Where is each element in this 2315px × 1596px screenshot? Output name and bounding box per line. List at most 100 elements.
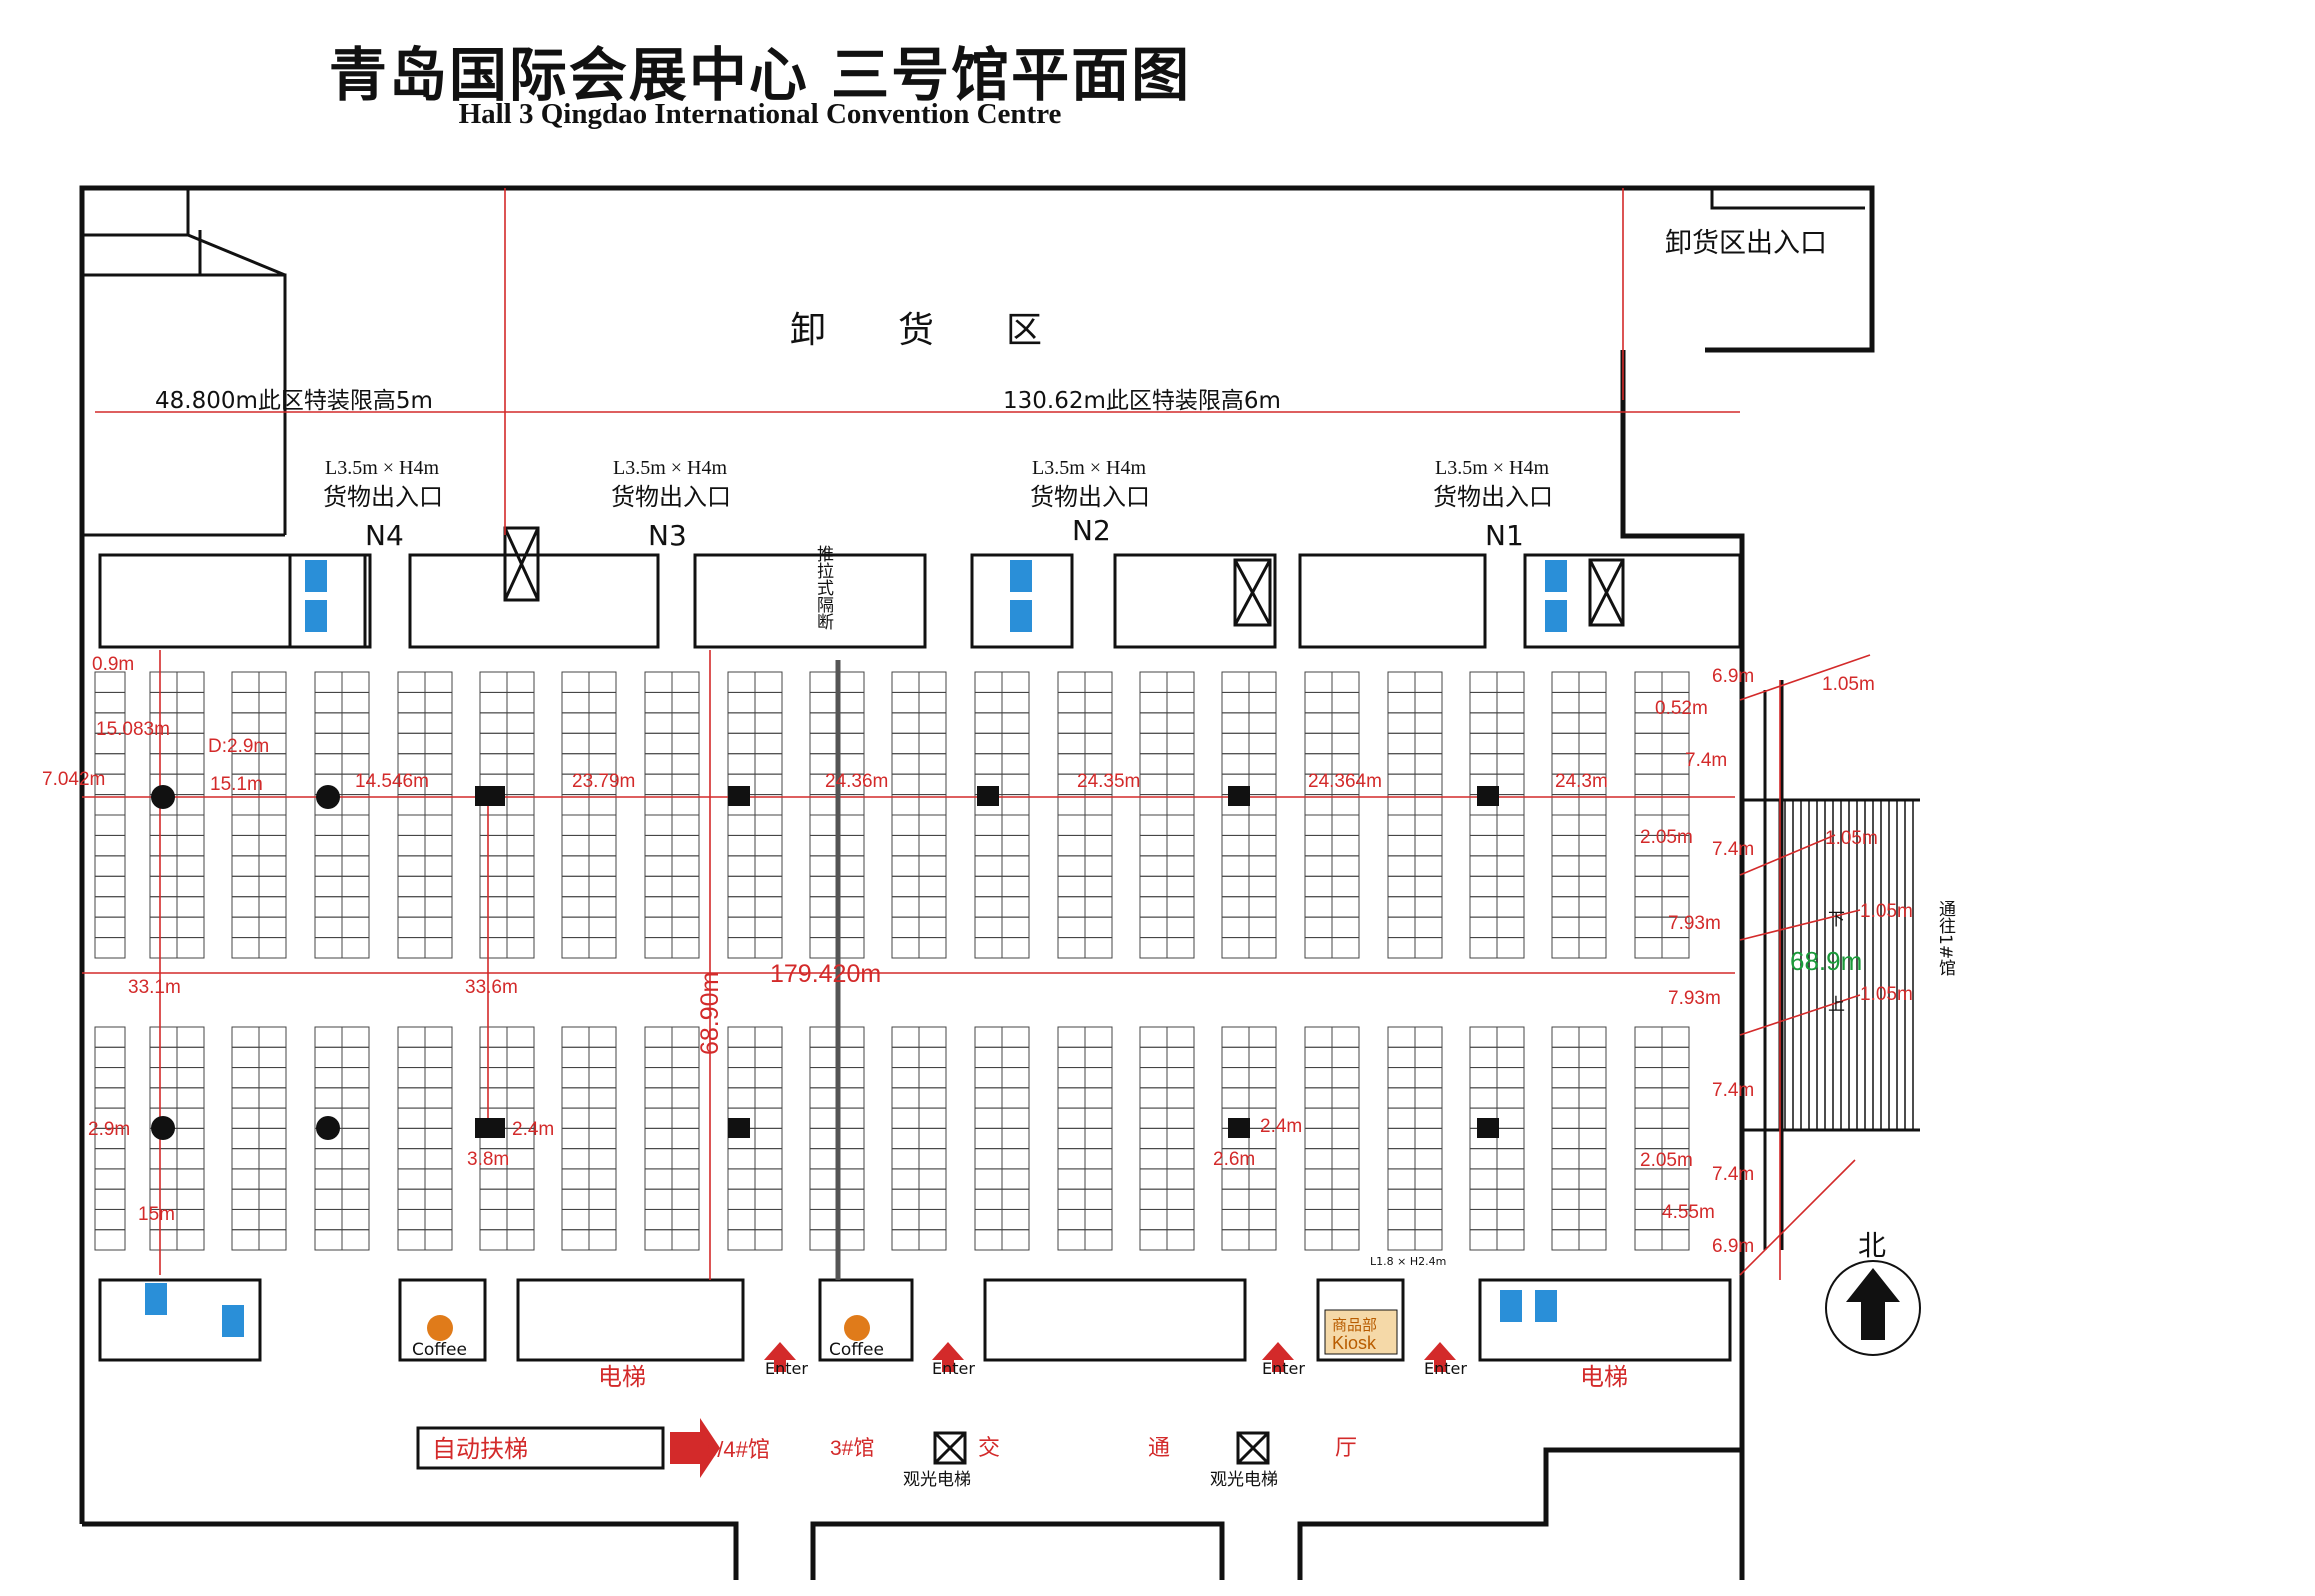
booth-cell[interactable]	[397, 814, 426, 836]
booth-cell[interactable]	[1001, 1026, 1030, 1048]
booth-cell[interactable]	[918, 712, 947, 734]
booth-cell[interactable]	[314, 1188, 343, 1210]
booth-cell[interactable]	[506, 691, 535, 714]
booth-cell[interactable]	[671, 1087, 700, 1109]
booth-cell[interactable]	[176, 916, 205, 939]
booth-cell[interactable]	[671, 1208, 700, 1231]
booth-cell[interactable]	[836, 855, 865, 877]
booth-cell[interactable]	[1001, 916, 1030, 939]
booth-cell[interactable]	[397, 1229, 426, 1251]
booth-cell[interactable]	[1387, 753, 1416, 775]
booth-cell[interactable]	[314, 1208, 343, 1231]
booth-cell[interactable]	[1057, 691, 1086, 714]
booth-cell[interactable]	[231, 1188, 260, 1210]
booth-cell[interactable]	[424, 875, 453, 898]
booth-cell[interactable]	[506, 875, 535, 898]
booth-cell[interactable]	[258, 937, 287, 959]
booth-cell[interactable]	[1331, 1087, 1360, 1109]
booth-cell[interactable]	[424, 916, 453, 939]
booth-cell[interactable]	[1469, 875, 1498, 898]
booth-cell[interactable]	[1469, 1148, 1498, 1170]
booth-cell[interactable]	[1139, 937, 1168, 959]
booth-cell[interactable]	[836, 1046, 865, 1069]
booth-cell[interactable]	[1248, 1026, 1277, 1048]
booth-cell[interactable]	[1496, 732, 1525, 755]
booth-cell[interactable]	[754, 916, 783, 939]
booth-cell[interactable]	[1248, 732, 1277, 755]
booth-cell[interactable]	[1496, 712, 1525, 734]
booth-cell[interactable]	[258, 1229, 287, 1251]
booth-cell[interactable]	[727, 1229, 756, 1251]
booth-cell[interactable]	[1248, 1087, 1277, 1109]
booth-cell[interactable]	[1057, 1229, 1086, 1251]
booth-cell[interactable]	[1551, 875, 1580, 898]
booth-cell[interactable]	[479, 916, 508, 939]
booth-cell[interactable]	[424, 773, 453, 796]
booth-cell[interactable]	[1634, 753, 1663, 775]
booth-cell[interactable]	[1387, 834, 1416, 857]
booth-cell[interactable]	[1057, 1208, 1086, 1231]
booth-cell[interactable]	[1331, 834, 1360, 857]
booth-cell[interactable]	[644, 1087, 673, 1109]
booth-cell[interactable]	[1221, 937, 1250, 959]
booth-cell[interactable]	[506, 1046, 535, 1069]
booth-cell[interactable]	[561, 896, 590, 918]
booth-cell[interactable]	[1578, 814, 1607, 836]
booth-cell[interactable]	[1661, 1087, 1690, 1109]
booth-cell[interactable]	[1496, 1046, 1525, 1069]
booth-cell[interactable]	[1084, 1168, 1113, 1190]
booth-cell[interactable]	[1578, 1229, 1607, 1251]
booth-cell[interactable]	[918, 1148, 947, 1170]
booth-cell[interactable]	[424, 855, 453, 877]
booth-cell[interactable]	[149, 896, 178, 918]
booth-cell[interactable]	[1414, 732, 1443, 755]
booth-cell[interactable]	[1578, 1046, 1607, 1069]
booth-cell[interactable]	[588, 732, 617, 755]
booth-cell[interactable]	[671, 773, 700, 796]
booth-cell[interactable]	[974, 1107, 1003, 1129]
booth-cell[interactable]	[1661, 1026, 1690, 1048]
booth-cell[interactable]	[891, 691, 920, 714]
booth-cell[interactable]	[1551, 896, 1580, 918]
booth-cell[interactable]	[231, 1127, 260, 1150]
booth-cell[interactable]	[258, 712, 287, 734]
booth-cell[interactable]	[1496, 671, 1525, 693]
booth-cell[interactable]	[1387, 1087, 1416, 1109]
booth-cell[interactable]	[1331, 1067, 1360, 1089]
booth-cell[interactable]	[1304, 1046, 1333, 1069]
booth-cell[interactable]	[561, 712, 590, 734]
booth-cell[interactable]	[1551, 1127, 1580, 1150]
booth-cell[interactable]	[397, 916, 426, 939]
booth-cell[interactable]	[1551, 1087, 1580, 1109]
booth-cell[interactable]	[1496, 916, 1525, 939]
booth-cell[interactable]	[1331, 916, 1360, 939]
booth-cell[interactable]	[809, 1067, 838, 1089]
booth-cell[interactable]	[1001, 1067, 1030, 1089]
booth-cell[interactable]	[836, 1107, 865, 1129]
booth-cell[interactable]	[479, 1208, 508, 1231]
booth-cell[interactable]	[1578, 875, 1607, 898]
booth-cell[interactable]	[258, 1148, 287, 1170]
booth-cell[interactable]	[341, 1026, 370, 1048]
booth-cell[interactable]	[341, 916, 370, 939]
booth-cell[interactable]	[836, 1148, 865, 1170]
booth-cell[interactable]	[644, 1168, 673, 1190]
booth-cell[interactable]	[1304, 671, 1333, 693]
booth-cell[interactable]	[1414, 834, 1443, 857]
booth-cell[interactable]	[149, 814, 178, 836]
booth-cell[interactable]	[1469, 1188, 1498, 1210]
booth-cell[interactable]	[506, 732, 535, 755]
booth-cell[interactable]	[891, 712, 920, 734]
booth-cell[interactable]	[1634, 1229, 1663, 1251]
booth-cell[interactable]	[1661, 773, 1690, 796]
booth-cell[interactable]	[644, 814, 673, 836]
booth-cell[interactable]	[1221, 712, 1250, 734]
booth-cell[interactable]	[424, 1067, 453, 1089]
booth-cell[interactable]	[918, 1026, 947, 1048]
booth-cell[interactable]	[891, 855, 920, 877]
booth-cell[interactable]	[1139, 896, 1168, 918]
booth-cell[interactable]	[231, 1026, 260, 1048]
booth-cell[interactable]	[1084, 1087, 1113, 1109]
booth-cell[interactable]	[1248, 671, 1277, 693]
booth-cell[interactable]	[754, 1067, 783, 1089]
